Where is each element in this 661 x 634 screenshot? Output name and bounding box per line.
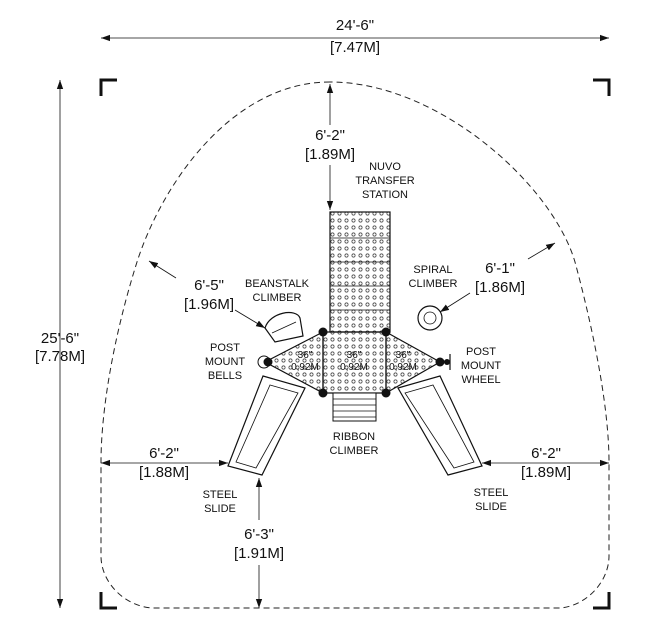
overall-width-metric: [7.47M] <box>330 39 380 56</box>
svg-text:BELLS: BELLS <box>208 370 242 382</box>
svg-text:POST: POST <box>466 346 496 358</box>
svg-text:SPIRAL: SPIRAL <box>413 264 452 276</box>
left-clearance-imperial: 6'-2" <box>149 445 179 462</box>
deck-1-height: 36" <box>298 350 313 361</box>
label-transfer-station: NUVO TRANSFER STATION <box>355 161 414 201</box>
label-beanstalk-climber: BEANSTALK CLIMBER <box>245 278 310 304</box>
right-clearance-dimension: 6'-2" [1.89M] <box>482 445 609 481</box>
deck-1-metric: 0,92M <box>291 362 319 373</box>
svg-text:CLIMBER: CLIMBER <box>253 292 302 304</box>
upper-left-clearance-imperial: 6'-5" <box>194 277 224 294</box>
svg-text:CLIMBER: CLIMBER <box>409 278 458 290</box>
bottom-clearance-dimension: 6'-3" [1.91M] <box>234 478 284 608</box>
corner-marks <box>99 78 611 610</box>
top-clearance-imperial: 6'-2" <box>315 127 345 144</box>
label-ribbon-climber: RIBBON CLIMBER <box>330 431 379 457</box>
deck-heights: 36" 0,92M 36" 0,92M 36" 0,92M <box>291 350 417 373</box>
beanstalk-climber <box>264 311 304 343</box>
svg-text:STEEL: STEEL <box>474 487 509 499</box>
upper-right-clearance-metric: [1.86M] <box>475 279 525 296</box>
post-mount-bells-icon <box>257 355 271 369</box>
use-zone-boundary <box>100 81 610 609</box>
overall-depth-metric: [7.78M] <box>35 348 85 365</box>
deck-2-metric: 0,92M <box>340 362 368 373</box>
upper-left-clearance-dimension: 6'-5" [1.96M] <box>148 260 266 329</box>
transfer-station <box>329 211 391 333</box>
svg-text:MOUNT: MOUNT <box>461 360 502 372</box>
upper-right-clearance-imperial: 6'-1" <box>485 260 515 277</box>
top-clearance-metric: [1.89M] <box>305 146 355 163</box>
svg-text:CLIMBER: CLIMBER <box>330 445 379 457</box>
label-post-mount-wheel: POST MOUNT WHEEL <box>461 346 502 386</box>
top-clearance-dimension: 6'-2" [1.89M] <box>305 84 355 210</box>
bottom-clearance-imperial: 6'-3" <box>244 526 274 543</box>
upper-left-clearance-metric: [1.96M] <box>184 296 234 313</box>
svg-text:STEEL: STEEL <box>203 489 238 501</box>
left-clearance-metric: [1.88M] <box>139 464 189 481</box>
right-clearance-imperial: 6'-2" <box>531 445 561 462</box>
label-spiral-climber: SPIRAL CLIMBER <box>409 264 458 290</box>
deck-2-height: 36" <box>347 350 362 361</box>
svg-text:TRANSFER: TRANSFER <box>355 175 414 187</box>
svg-text:NUVO: NUVO <box>369 161 401 173</box>
spiral-climber <box>417 305 443 331</box>
svg-text:STATION: STATION <box>362 189 408 201</box>
svg-text:SLIDE: SLIDE <box>475 501 507 513</box>
deck-platform <box>263 330 442 395</box>
left-steel-slide <box>227 375 306 476</box>
right-steel-slide <box>397 375 483 476</box>
svg-text:SLIDE: SLIDE <box>204 503 236 515</box>
svg-text:RIBBON: RIBBON <box>333 431 375 443</box>
svg-text:POST: POST <box>210 342 240 354</box>
post-mount-wheel-icon <box>444 354 451 370</box>
overall-width-dimension: 24'-6" [7.47M] <box>101 17 609 56</box>
svg-text:MOUNT: MOUNT <box>205 356 246 368</box>
overall-depth-dimension: 25'-6" [7.78M] <box>35 80 85 608</box>
deck-3-metric: 0,92M <box>389 362 417 373</box>
overall-depth-imperial: 25'-6" <box>41 330 79 347</box>
svg-text:BEANSTALK: BEANSTALK <box>245 278 310 290</box>
ribbon-climber <box>332 392 377 422</box>
left-clearance-dimension: 6'-2" [1.88M] <box>101 445 228 481</box>
deck-3-height: 36" <box>396 350 411 361</box>
overall-width-imperial: 24'-6" <box>336 17 374 34</box>
label-post-mount-bells: POST MOUNT BELLS <box>205 342 246 382</box>
upper-right-clearance-dimension: 6'-1" [1.86M] <box>439 242 556 313</box>
label-steel-slide-right: STEEL SLIDE <box>474 487 509 513</box>
label-steel-slide-left: STEEL SLIDE <box>203 489 238 515</box>
bottom-clearance-metric: [1.91M] <box>234 545 284 562</box>
svg-text:WHEEL: WHEEL <box>461 374 500 386</box>
right-clearance-metric: [1.89M] <box>521 464 571 481</box>
support-posts <box>263 327 445 398</box>
